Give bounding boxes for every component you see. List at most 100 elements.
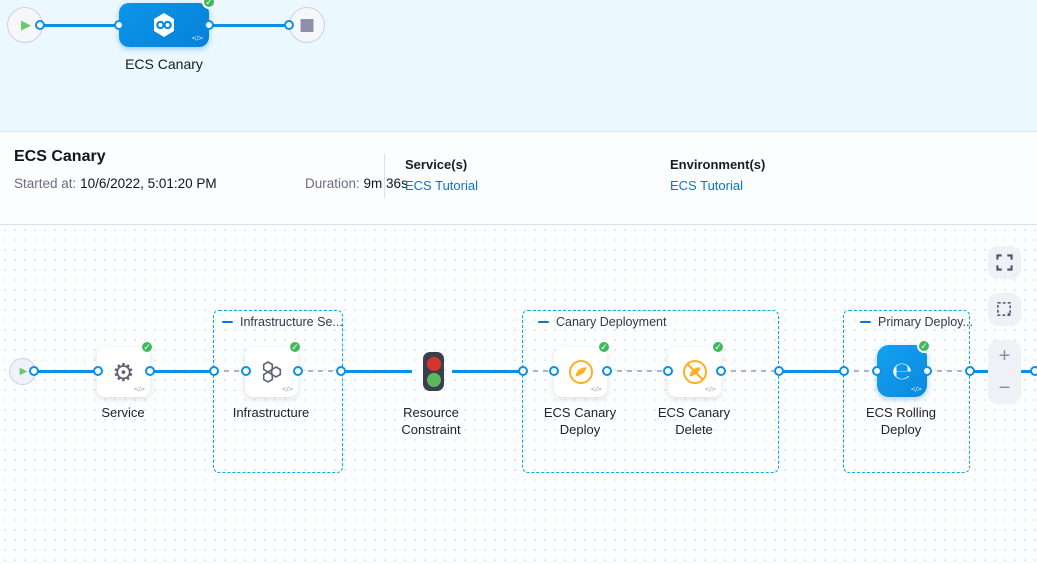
- started-at-label: Started at:: [14, 176, 77, 191]
- edge-line: [209, 24, 289, 27]
- edge-line: [34, 370, 98, 373]
- edge-line-dashed: [523, 370, 554, 372]
- execution-header: ECS Canary Started at: 10/6/2022, 5:01:2…: [0, 132, 1037, 225]
- cd-stage-icon: [154, 13, 174, 37]
- group-canary-deployment: [522, 310, 779, 473]
- stop-icon: ■: [298, 14, 316, 35]
- step-label-infrastructure: Infrastructure: [232, 405, 310, 420]
- page-title: ECS Canary: [14, 148, 106, 165]
- edge-connector-icon: [602, 366, 612, 376]
- step-ecs-rolling-deploy[interactable]: ℮ ✓ </>: [877, 339, 931, 397]
- duration: Duration: 9m 36s: [305, 176, 408, 191]
- traffic-light-red-icon: [426, 356, 441, 371]
- success-check-icon: ✓: [140, 340, 154, 354]
- marquee-select-button[interactable]: [988, 293, 1021, 326]
- services-label: Service(s): [405, 157, 468, 172]
- edge-line-dashed: [927, 370, 970, 372]
- step-resource-constraint[interactable]: [423, 352, 444, 391]
- edge-connector-icon: [716, 366, 726, 376]
- edge-line: [452, 370, 523, 373]
- group-label-text: Canary Deployment: [556, 315, 667, 329]
- group-label-primary-deployment[interactable]: Primary Deploy...: [860, 315, 973, 329]
- code-icon: </>: [590, 385, 602, 393]
- edge-connector-icon: [774, 366, 784, 376]
- edge-connector-icon: [922, 366, 932, 376]
- edge-line-dashed: [607, 370, 668, 372]
- edge-line-dashed: [214, 370, 246, 372]
- edge-connector-icon: [93, 366, 103, 376]
- success-check-icon: ✓: [917, 339, 931, 353]
- group-label-text: Infrastructure Se...: [240, 315, 343, 329]
- step-label-ecs-rolling-deploy: ECS Rolling Deploy: [865, 405, 937, 437]
- step-label-ecs-canary-delete: ECS Canary Delete: [657, 405, 731, 437]
- minimap-stage-label: ECS Canary: [125, 56, 203, 72]
- zoom-controls: + −: [988, 340, 1021, 404]
- step-service[interactable]: ⚙ ✓ </>: [97, 340, 154, 397]
- execution-minimap: ▶ </> ✓ ■ ECS Canary: [0, 0, 1037, 132]
- success-check-icon: ✓: [711, 340, 725, 354]
- environments-link[interactable]: ECS Tutorial: [670, 178, 743, 193]
- canary-slash-icon: [682, 360, 707, 384]
- group-label-text: Primary Deploy...: [878, 315, 973, 329]
- success-check-icon: ✓: [597, 340, 611, 354]
- step-label-service: Service: [101, 405, 145, 420]
- collapse-icon[interactable]: [860, 320, 871, 324]
- zoom-in-button[interactable]: +: [998, 344, 1011, 367]
- edge-connector-icon: [518, 366, 528, 376]
- pipeline-graph-canvas[interactable]: Infrastructure Se... Canary Deployment P…: [0, 225, 1037, 564]
- edge-connector-icon: [1030, 366, 1037, 376]
- zoom-out-button[interactable]: −: [998, 376, 1011, 399]
- canary-icon: [568, 360, 593, 384]
- collapse-icon[interactable]: [222, 320, 233, 324]
- edge-line: [150, 370, 214, 373]
- edge-connector-icon: [284, 20, 294, 30]
- step-ecs-canary-delete[interactable]: ✓ </>: [668, 340, 725, 397]
- step-label-resource-constraint: Resource Constraint: [401, 405, 461, 437]
- marquee-select-icon: [997, 302, 1012, 317]
- group-label-infrastructure[interactable]: Infrastructure Se...: [222, 315, 343, 329]
- duration-value: 9m 36s: [363, 176, 408, 191]
- services-block: Service(s) ECS Tutorial: [405, 157, 478, 193]
- step-label-ecs-canary-deploy: ECS Canary Deploy: [543, 405, 617, 437]
- group-label-canary-deployment[interactable]: Canary Deployment: [538, 315, 666, 329]
- edge-line: [779, 370, 844, 373]
- edge-connector-icon: [241, 366, 251, 376]
- edge-connector-icon: [35, 20, 45, 30]
- edge-connector-icon: [114, 20, 124, 30]
- success-check-icon: ✓: [288, 340, 302, 354]
- play-icon: ▶: [21, 17, 31, 33]
- step-ecs-canary-deploy[interactable]: ✓ </>: [554, 340, 611, 397]
- started-at: Started at: 10/6/2022, 5:01:20 PM: [14, 176, 217, 191]
- fullscreen-button[interactable]: [988, 246, 1021, 279]
- hexagons-icon: [262, 361, 281, 383]
- edge-line: [341, 370, 412, 373]
- edge-connector-icon: [549, 366, 559, 376]
- edge-connector-icon: [336, 366, 346, 376]
- started-at-value: 10/6/2022, 5:01:20 PM: [80, 176, 217, 191]
- fullscreen-icon: [996, 254, 1013, 271]
- success-check-icon: ✓: [202, 0, 216, 9]
- code-icon: </>: [910, 385, 922, 393]
- duration-label: Duration:: [305, 176, 360, 191]
- minimap-stage-ecs-canary[interactable]: </> ✓: [119, 0, 216, 47]
- environments-label: Environment(s): [670, 157, 766, 172]
- edge-line-dashed: [721, 370, 779, 372]
- edge-connector-icon: [872, 366, 882, 376]
- code-icon: </>: [191, 34, 203, 42]
- edge-connector-icon: [29, 366, 39, 376]
- edge-connector-icon: [145, 366, 155, 376]
- edge-line: [40, 24, 119, 27]
- edge-connector-icon: [204, 20, 214, 30]
- group-primary-deployment: [843, 310, 970, 473]
- pipeline-end-node[interactable]: ■: [289, 7, 325, 43]
- collapse-icon[interactable]: [538, 320, 549, 324]
- environments-block: Environment(s) ECS Tutorial: [670, 157, 765, 193]
- services-link[interactable]: ECS Tutorial: [405, 178, 478, 193]
- edge-connector-icon: [663, 366, 673, 376]
- edge-connector-icon: [209, 366, 219, 376]
- edge-connector-icon: [293, 366, 303, 376]
- traffic-light-green-icon: [426, 372, 441, 387]
- header-divider: [384, 154, 385, 198]
- step-infrastructure[interactable]: ✓ </>: [245, 340, 302, 397]
- edge-line-dashed: [298, 370, 341, 372]
